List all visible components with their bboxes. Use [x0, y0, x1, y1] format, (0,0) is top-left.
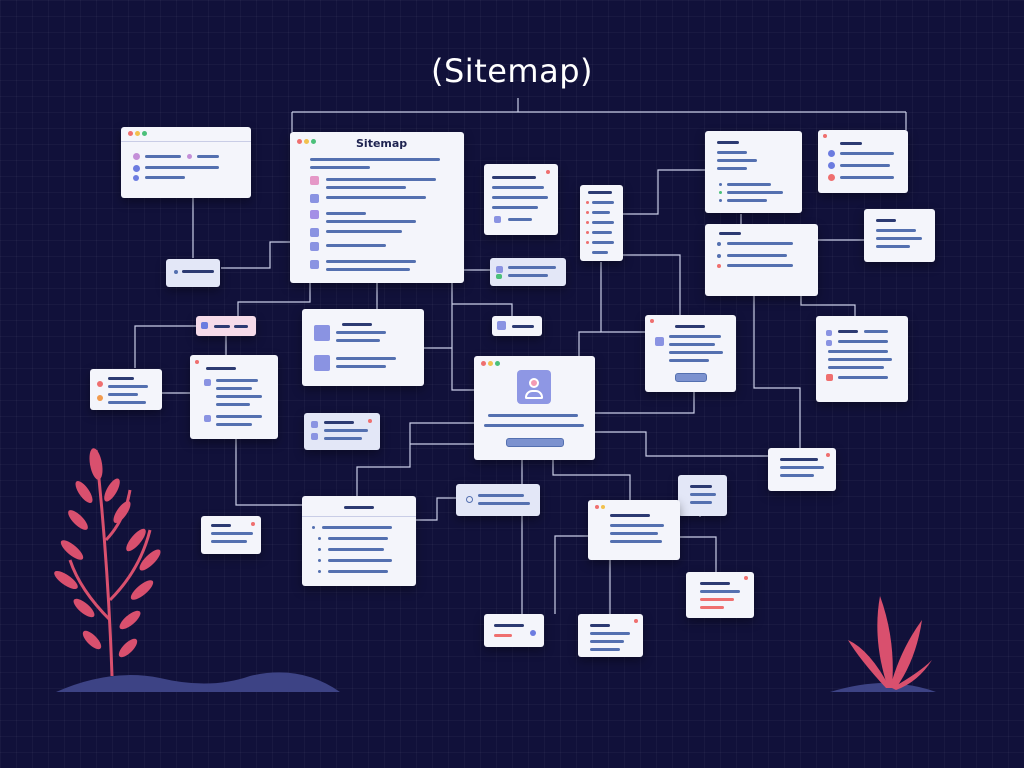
window-dots-icon: [488, 361, 493, 366]
sitemap-node[interactable]: [580, 185, 623, 261]
window-dots-icon: [481, 361, 486, 366]
connector: [221, 241, 290, 269]
sitemap-node[interactable]: [578, 614, 643, 657]
sitemap-node[interactable]: [90, 369, 162, 410]
sitemap-main-card[interactable]: Sitemap: [290, 132, 464, 283]
sitemap-node[interactable]: [304, 413, 380, 450]
connector: [134, 325, 196, 368]
sitemap-page-card[interactable]: [302, 309, 424, 386]
sitemap-node[interactable]: [201, 516, 261, 554]
sitemap-page-card[interactable]: [705, 224, 818, 296]
window-dots-icon: [297, 139, 302, 144]
connector: [291, 98, 907, 132]
connector: [237, 283, 311, 316]
sitemap-node[interactable]: [492, 316, 542, 336]
diagram-title: (Sitemap): [431, 52, 593, 90]
connector: [235, 439, 302, 506]
sitemap-page-card[interactable]: [190, 355, 278, 439]
connector: [451, 283, 474, 391]
connector: [452, 303, 513, 316]
sitemap-page-card[interactable]: [645, 315, 736, 392]
connector: [800, 296, 856, 316]
connector: [416, 497, 456, 521]
window-dots-icon: [135, 131, 140, 136]
sitemap-node[interactable]: [678, 475, 727, 516]
sitemap-node[interactable]: [768, 448, 836, 491]
connector: [753, 296, 801, 448]
window-dots-icon: [311, 139, 316, 144]
main-card-title: Sitemap: [356, 137, 408, 150]
window-dots-icon: [128, 131, 133, 136]
connector: [595, 392, 695, 414]
node-action-button[interactable]: [675, 373, 707, 382]
avatar-icon: [517, 370, 551, 404]
sitemap-node[interactable]: [456, 484, 540, 516]
connector: [623, 254, 681, 315]
profile-page-card[interactable]: [474, 356, 595, 460]
connector: [578, 331, 601, 356]
sitemap-page-card[interactable]: [705, 131, 802, 213]
sitemap-node[interactable]: [196, 316, 256, 336]
connector: [554, 535, 588, 614]
sitemap-node[interactable]: [864, 209, 935, 262]
window-dots-icon: [142, 131, 147, 136]
connector: [623, 169, 705, 215]
sitemap-page-card[interactable]: [588, 500, 680, 560]
sitemap-page-card[interactable]: [302, 496, 416, 586]
connector: [595, 431, 768, 457]
sitemap-node[interactable]: [484, 614, 544, 647]
window-dots-icon: [304, 139, 309, 144]
window-dots-icon: [495, 361, 500, 366]
sitemap-page-card[interactable]: [816, 316, 908, 402]
connector: [356, 422, 474, 496]
connector: [552, 460, 631, 500]
sitemap-node[interactable]: [484, 164, 558, 235]
profile-action-button[interactable]: [506, 438, 564, 447]
sitemap-node[interactable]: [686, 572, 754, 618]
sitemap-node[interactable]: [166, 259, 220, 287]
sitemap-node[interactable]: [490, 258, 566, 286]
sitemap-page-card[interactable]: [121, 127, 251, 198]
sitemap-page-card[interactable]: [818, 130, 908, 193]
connector: [680, 536, 717, 572]
